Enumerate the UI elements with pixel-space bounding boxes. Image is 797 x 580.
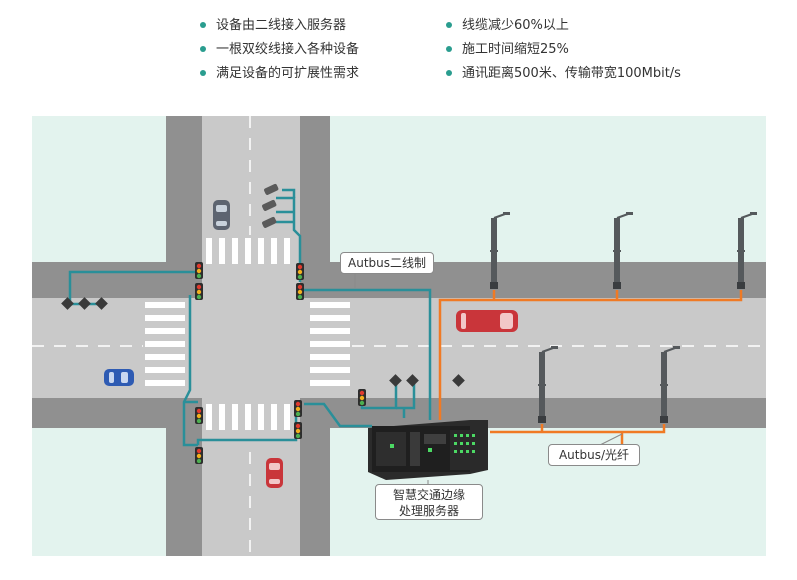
feature-item: 设备由二线接入服务器 (200, 14, 359, 38)
car-icon (213, 200, 230, 230)
traffic-light-icon (195, 407, 203, 424)
traffic-light-icon (195, 447, 203, 464)
feature-item: 施工时间缩短25% (446, 38, 681, 62)
bullet-icon (446, 21, 452, 28)
autbus-twowire-label: Autbus二线制 (340, 252, 434, 274)
bullet-icon (200, 21, 206, 28)
feature-list-right: 线缆减少60%以上 施工时间缩短25% 通讯距离500米、传输带宽100Mbit… (446, 14, 681, 86)
feature-list: 设备由二线接入服务器 一根双绞线接入各种设备 满足设备的可扩展性需求 线缆减少6… (0, 14, 797, 94)
cameras (262, 183, 279, 228)
bullet-icon (200, 69, 206, 76)
feature-list-left: 设备由二线接入服务器 一根双绞线接入各种设备 满足设备的可扩展性需求 (200, 14, 359, 86)
traffic-light-icon (358, 389, 366, 406)
sensors (61, 297, 465, 387)
traffic-light-icon (195, 283, 203, 300)
traffic-light-icon (195, 262, 203, 279)
feature-item: 通讯距离500米、传输带宽100Mbit/s (446, 62, 681, 86)
bullet-icon (200, 45, 206, 52)
bullet-icon (446, 45, 452, 52)
feature-item: 线缆减少60%以上 (446, 14, 681, 38)
server-rack-icon (368, 420, 488, 480)
edge-server-label: 智慧交通边缘 处理服务器 (375, 484, 483, 520)
traffic-light-icon (296, 283, 304, 300)
bullet-icon (446, 69, 452, 76)
fiber-cable (438, 290, 743, 452)
van-icon (456, 310, 518, 332)
crosswalks (145, 238, 350, 430)
car-icon (266, 458, 283, 488)
edge-server-label-line2: 处理服务器 (398, 504, 459, 518)
traffic-light-icon (294, 400, 302, 417)
edge-server-label-line1: 智慧交通边缘 (392, 488, 465, 502)
traffic-light-icon (294, 422, 302, 439)
lane-markings (32, 116, 766, 556)
traffic-light-icon (296, 263, 304, 280)
vehicles (104, 200, 518, 488)
car-icon (104, 369, 134, 386)
feature-item: 满足设备的可扩展性需求 (200, 62, 359, 86)
autbus-fiber-label: Autbus/光纤 (548, 444, 640, 466)
feature-item: 一根双绞线接入各种设备 (200, 38, 359, 62)
